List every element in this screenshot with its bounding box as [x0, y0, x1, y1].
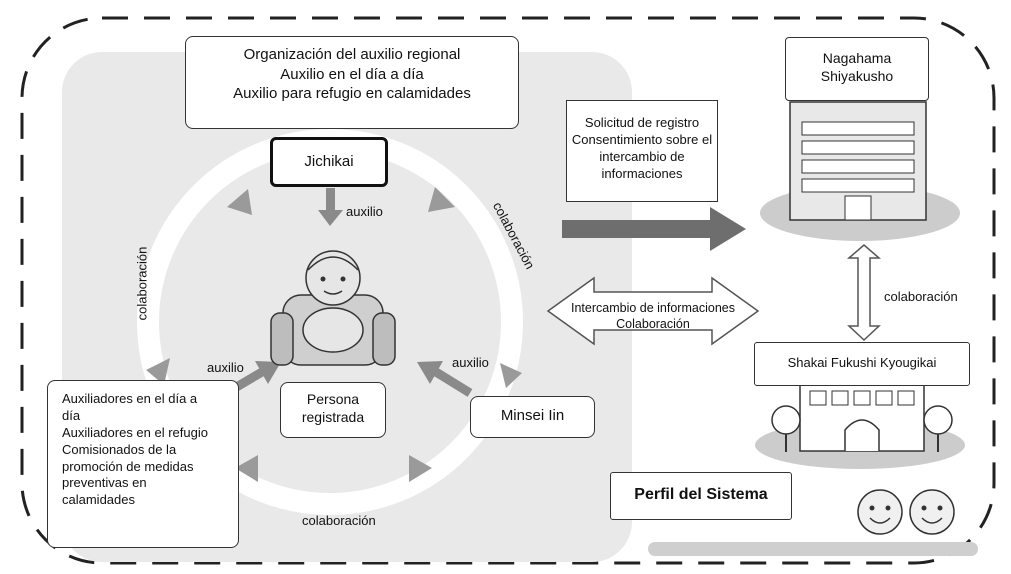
organizacion-line-1: Organización del auxilio regional — [243, 46, 461, 63]
minsei-iin-box: Minsei Iin — [470, 396, 595, 438]
nagahama-shiyakusho-box: Nagahama Shiyakusho — [785, 37, 929, 101]
auxiliadores-line-2: día — [62, 407, 81, 423]
city-hall-building — [760, 101, 960, 241]
nagahama-line-2: Shiyakusho — [820, 67, 894, 84]
registration-arrow-shaft — [562, 220, 712, 238]
jichikai-label: Jichikai — [304, 153, 354, 170]
auxiliadores-line-4: Comisionados de la — [62, 441, 177, 457]
perfil-del-sistema-box: Perfil del Sistema — [610, 472, 792, 520]
persona-line-1: Persona — [306, 391, 360, 407]
ring-arrowhead-bottom-left — [235, 455, 258, 482]
ring-arrowhead-left-top — [227, 189, 252, 215]
vertical-double-arrow — [846, 244, 882, 342]
solicitud-line-1: Solicitud de registro — [584, 115, 700, 130]
auxilio-arrow-right-shaft — [433, 368, 473, 397]
minsei-iin-label: Minsei Iin — [500, 407, 565, 424]
auxiliadores-line-7: calamidades — [62, 492, 135, 508]
elderly-person-icon — [270, 250, 396, 366]
welfare-council-building — [755, 382, 965, 469]
auxiliadores-box: Auxiliadores en el día a día Auxiliadore… — [47, 380, 239, 548]
solicitud-line-4: informaciones — [601, 165, 683, 181]
organizacion-line-3: Auxilio para refugio en calamidades — [233, 85, 471, 102]
shakai-label: Shakai Fukushi Kyougikai — [787, 355, 937, 370]
ring-arrowhead-right-bottom — [500, 363, 522, 388]
organizacion-line-2: Auxilio en el día a día — [280, 65, 424, 83]
auxiliadores-line-3: Auxiliadores en el refugio — [62, 424, 208, 440]
exchange-double-arrow — [546, 276, 760, 346]
auxiliadores-line-5: promoción de medidas — [62, 458, 194, 474]
persona-registrada-box: Persona registrada — [280, 382, 386, 438]
registration-arrow-head — [710, 207, 746, 251]
perfil-label: Perfil del Sistema — [634, 486, 768, 503]
persona-line-2: registrada — [301, 408, 365, 425]
bottom-gray-bar — [648, 542, 978, 556]
shakai-fukushi-box: Shakai Fukushi Kyougikai — [754, 342, 970, 386]
nagahama-line-1: Nagahama — [822, 50, 892, 66]
auxilio-label-left: auxilio — [207, 360, 244, 375]
intercambio-line-2: Colaboración — [616, 317, 690, 332]
solicitud-line-2: Consentimiento sobre el — [571, 131, 713, 147]
solicitud-line-3: intercambio de — [599, 148, 685, 164]
smiling-people-icon — [857, 489, 955, 535]
intercambio-label: Intercambio de informaciones Colaboració… — [563, 300, 743, 333]
auxilio-arrow-right-head — [417, 361, 443, 384]
auxilio-label-right: auxilio — [452, 355, 489, 370]
colaboracion-label-vertical: colaboración — [884, 289, 958, 304]
auxiliadores-line-1: Auxiliadores en el día a — [62, 391, 198, 406]
colaboracion-label-bottom: colaboración — [302, 513, 376, 528]
solicitud-registro-box: Solicitud de registro Consentimiento sob… — [566, 100, 718, 202]
auxilio-arrow-top-shaft — [326, 188, 335, 212]
auxilio-label-top: auxilio — [346, 204, 383, 219]
outer-dashed-frame — [20, 16, 996, 565]
ring-arrowhead-left-bottom — [146, 358, 170, 385]
ring-arrowhead-bottom-right — [409, 455, 432, 482]
colaboracion-label-left: colaboración — [134, 246, 150, 321]
auxilio-arrow-top-head — [318, 210, 343, 226]
auxiliadores-line-6: preventivas en — [62, 475, 147, 491]
organizacion-box: Organización del auxilio regional Auxili… — [185, 36, 519, 129]
intercambio-line-1: Intercambio de informaciones — [571, 301, 735, 315]
jichikai-box: Jichikai — [270, 137, 388, 187]
auxilio-arrow-left-head — [255, 361, 281, 384]
ring-arrowhead-right-top — [428, 187, 455, 212]
